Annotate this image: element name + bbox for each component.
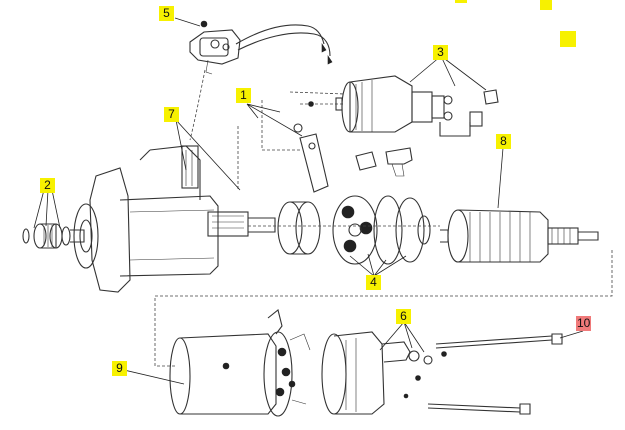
brush-parts — [237, 100, 413, 193]
field-frame — [169, 309, 311, 417]
callout-8: 8 — [496, 134, 511, 149]
solenoid-switch — [289, 75, 499, 137]
through-bolts — [427, 333, 563, 415]
blank-marker — [455, 0, 467, 3]
commutator-end-frame — [321, 331, 447, 415]
leader-lines — [33, 17, 584, 385]
callout-2: 2 — [40, 178, 55, 193]
blank-marker — [540, 0, 552, 10]
callout-4: 4 — [366, 275, 381, 290]
callout-10: 10 — [576, 316, 592, 331]
callout-9: 9 — [112, 361, 127, 376]
callout-1: 1 — [236, 88, 251, 103]
callout-5: 5 — [159, 6, 174, 21]
planetary-gear-assembly — [248, 195, 440, 265]
callout-7: 7 — [164, 107, 179, 122]
callout-6: 6 — [396, 309, 411, 324]
callout-3: 3 — [433, 45, 448, 60]
blank-marker — [560, 31, 576, 47]
solenoid-relay — [189, 20, 333, 141]
armature — [440, 209, 599, 263]
drive-end-housing — [22, 145, 276, 293]
